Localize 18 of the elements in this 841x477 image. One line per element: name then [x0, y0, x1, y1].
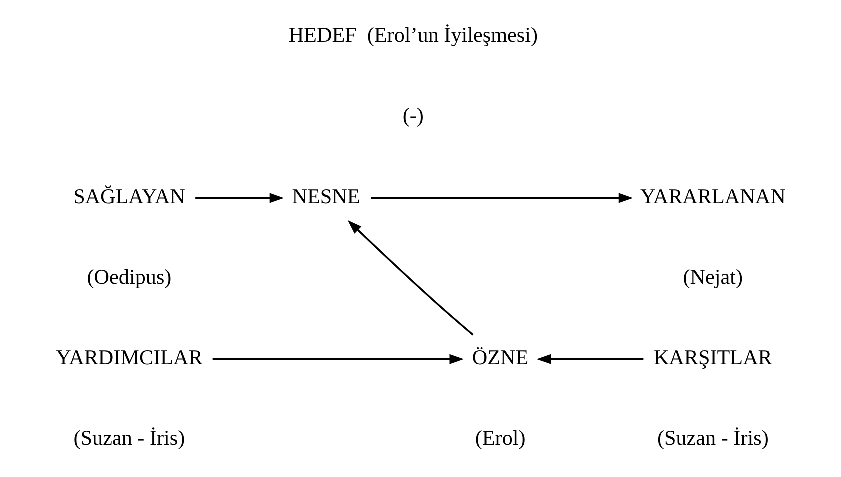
arrow — [536, 354, 644, 364]
node-text: ÖZNE — [472, 345, 528, 370]
node-label: (-) — [402, 104, 424, 128]
node-text: NESNE — [292, 184, 360, 208]
label: HEDEF (Erol’un İyileşmesi) — [288, 23, 538, 48]
arrow — [347, 220, 474, 336]
node-label: (Suzan - İris) — [73, 426, 185, 450]
arrow — [212, 354, 464, 364]
node-text: SAĞLAYAN — [73, 184, 185, 208]
node-text: KARŞITLAR — [653, 345, 772, 370]
node-label: (Suzan - İris) — [656, 426, 768, 450]
arrow — [195, 193, 284, 204]
node-label: (Erol) — [474, 426, 526, 450]
node-text: YARARLANAN — [640, 184, 786, 208]
arrow — [370, 193, 633, 204]
node-label: (Nejat) — [682, 264, 743, 289]
node-text: YARDIMCILAR — [56, 345, 202, 370]
node-label: (Oedipus) — [86, 264, 172, 289]
